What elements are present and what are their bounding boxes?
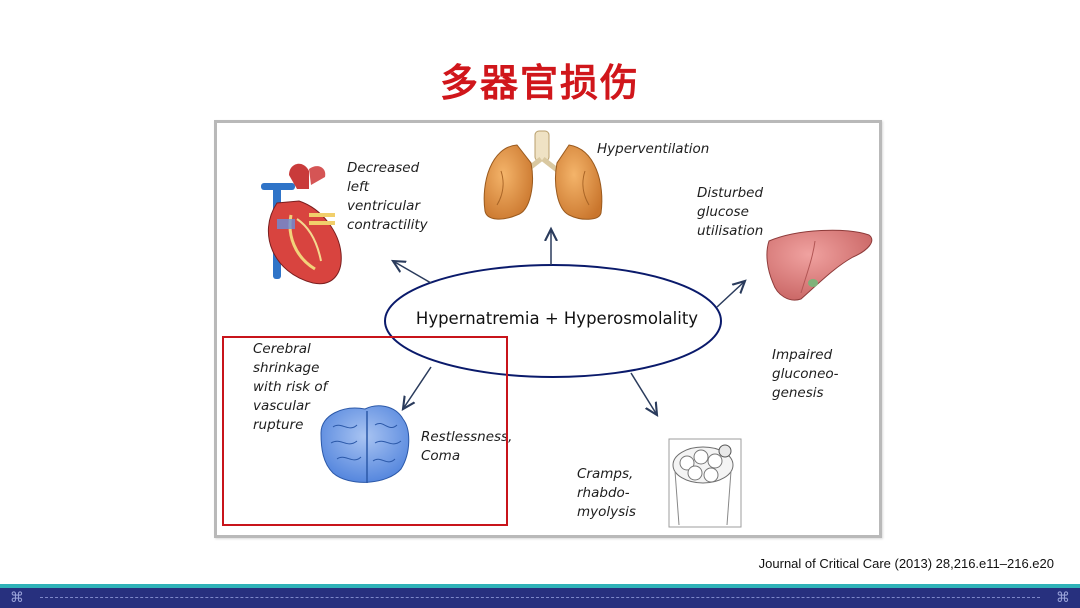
center-label: Hypernatremia + Hyperosmolality <box>415 309 699 328</box>
diagram-canvas <box>261 130 873 528</box>
label-muscle: Cramps, rhabdo- myolysis <box>577 466 636 520</box>
heart-illustration <box>261 163 342 285</box>
knot-icon: ⌘ <box>10 590 24 606</box>
arrow-to-muscle <box>630 372 657 415</box>
label-lungs: Hyperventilation <box>597 141 710 157</box>
label-brain-shrinkage: Cerebral shrinkage with risk of vascular… <box>253 341 328 433</box>
diagram-figure: Hypernatremia + Hyperosmolality Decrease… <box>214 120 882 538</box>
highlight-box <box>222 336 508 526</box>
brain-illustration <box>320 405 410 483</box>
label-liver-glucose: Disturbed glucose utilisation <box>697 185 764 239</box>
arrow-to-brain <box>403 366 432 409</box>
slide-title: 多器官损伤 <box>439 61 640 105</box>
center-ellipse <box>384 264 722 378</box>
lungs-illustration <box>483 130 603 220</box>
citation: Journal of Critical Care (2013) 28,216.e… <box>758 556 1054 571</box>
label-liver-gluconeogenesis: Impaired gluconeo- genesis <box>772 347 839 401</box>
arrow-to-heart <box>393 261 432 284</box>
liver-illustration <box>766 229 873 301</box>
arrow-to-liver <box>716 281 745 308</box>
footer-bar: ⌘ ⌘ <box>0 584 1080 608</box>
footer-dashed-line <box>40 597 1040 598</box>
knot-icon: ⌘ <box>1056 590 1070 606</box>
muscle-fiber-illustration <box>668 438 742 528</box>
arrows <box>393 229 745 415</box>
label-brain-coma: Restlessness, Coma <box>421 429 513 464</box>
label-heart: Decreased left ventricular contractility <box>347 160 428 233</box>
